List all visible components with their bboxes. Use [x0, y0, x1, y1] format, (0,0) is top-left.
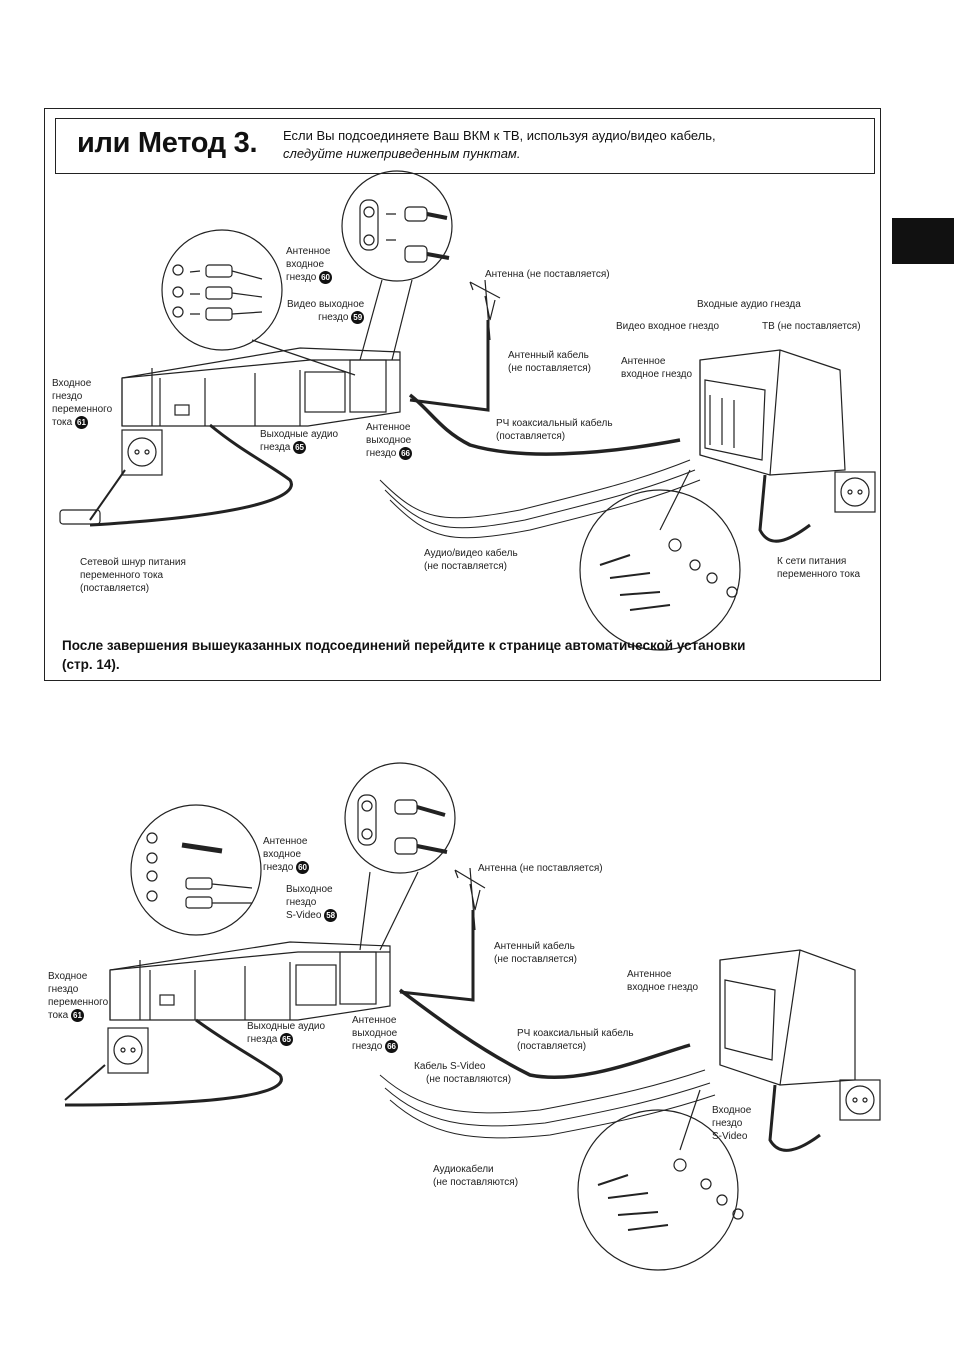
label2-svideo-cable: Кабель S-Video (не поставляются) — [414, 1061, 512, 1085]
label-audio-inputs: Входные аудио гнезда — [697, 299, 801, 310]
label-antenna-input: Антенное входное гнездо 60 — [286, 246, 333, 284]
label-tv: ТВ (не поставляется) — [762, 321, 861, 332]
label2-audio-out: Выходные аудио гнезда 65 — [247, 1021, 326, 1046]
label2-rf-cable: РЧ коаксиальный кабель (поставляется) — [517, 1028, 634, 1052]
label-antenna-cable: Антенный кабель (не поставляется) — [508, 350, 591, 374]
label-rf-cable: РЧ коаксиальный кабель (поставляется) — [496, 418, 613, 442]
label2-tv-antenna-input: Антенное входное гнездо — [627, 969, 699, 993]
label2-antenna-cable: Антенный кабель (не поставляется) — [494, 941, 577, 965]
label-antenna-external: Антенна (не поставляется) — [485, 269, 610, 280]
zoom-circle-svideo-jacks — [130, 804, 262, 936]
label2-antenna-input: Антенное входное гнездо 60 — [263, 836, 310, 874]
rf-coax-cable — [408, 393, 681, 456]
label2-antenna-output: Антенное выходное гнездо 66 — [352, 1015, 399, 1053]
method-description-line1: Если Вы подсоединяете Ваш ВКМ к ТВ, испо… — [283, 128, 716, 143]
method3-frame — [44, 108, 881, 681]
label2-antenna-external: Антенна (не поставляется) — [478, 863, 603, 874]
label-antenna-output: Антенное выходное гнездо 66 — [366, 422, 413, 460]
label2-svideo-out: Выходное гнездо S-Video 58 — [286, 883, 338, 922]
label2-svideo-in: Входное гнездо S-Video — [712, 1105, 752, 1142]
label-power-cord: Сетевой шнур питания переменного тока (п… — [80, 557, 186, 594]
method-title: или Метод 3. — [77, 127, 258, 159]
zoom-circle-antenna-jacks-2 — [344, 762, 456, 874]
zoom-circle-av-jacks — [161, 229, 283, 351]
vcr-power-cord — [89, 423, 293, 527]
method3-header-box — [55, 118, 875, 174]
label-video-out: Видео выходное гнездо 59 — [287, 299, 365, 324]
label-mains: К сети питания переменного тока — [777, 556, 861, 580]
label2-ac-input: Входное гнездо переменного тока 61 — [48, 971, 109, 1022]
method-description-line2: следуйте нижеприведенным пунктам. — [283, 146, 521, 161]
zoom-circle-tv-jacks — [579, 489, 741, 651]
label-audio-out: Выходные аудио гнезда 65 — [260, 429, 339, 454]
label-av-cable: Аудио/видео кабель (не поставляется) — [424, 548, 518, 572]
footer-note: После завершения вышеуказанных подсоедин… — [62, 638, 746, 672]
zoom-circle-antenna-jacks — [341, 170, 453, 282]
method-description: Если Вы подсоединяете Ваш ВКМ к ТВ, испо… — [283, 127, 843, 163]
label-video-input: Видео входное гнездо — [616, 321, 720, 332]
label-ac-input: Входное гнездо переменного тока 61 — [52, 378, 113, 429]
page-tab-marker — [892, 218, 954, 264]
antenna-sketch — [469, 279, 501, 341]
label2-audio-cables: Аудиокабели (не поставляются) — [433, 1164, 519, 1188]
label-tv-antenna-input: Антенное входное гнездо — [621, 356, 693, 380]
